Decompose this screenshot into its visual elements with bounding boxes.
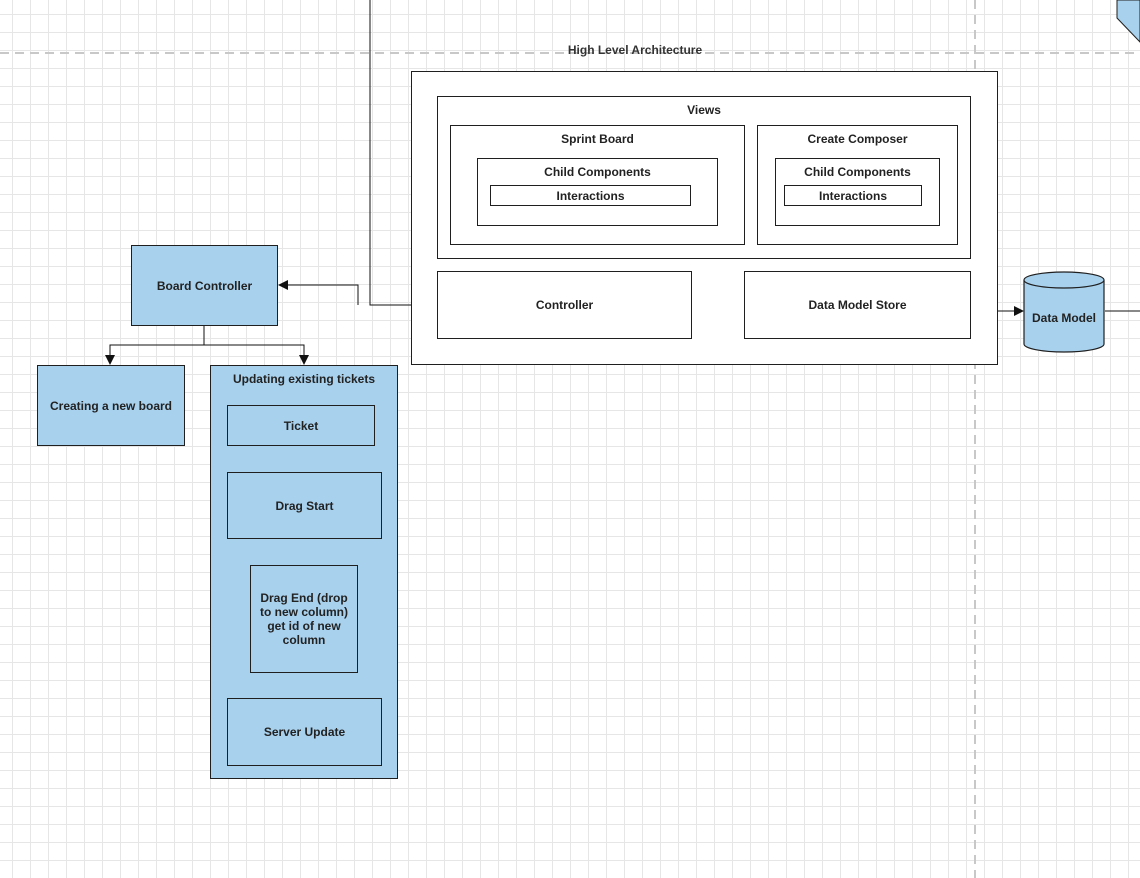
interactions-left-node[interactable]: Interactions [490,185,691,206]
offpage-shape-corner [1116,0,1140,43]
ticket-node[interactable]: Ticket [227,405,375,446]
data-model-label: Data Model [1031,311,1096,325]
drag-start-node[interactable]: Drag Start [227,472,382,539]
drag-end-label: Drag End (drop to new column) get id of … [260,591,348,647]
connector-board-controller-branch-right [204,344,309,365]
data-model-store-label: Data Model Store [808,298,907,312]
drag-end-node[interactable]: Drag End (drop to new column) get id of … [250,565,358,673]
interactions-right-node[interactable]: Interactions [784,185,922,206]
connector-board-controller-controller [278,280,359,305]
data-model-cylinder[interactable] [1023,271,1105,353]
board-controller-node[interactable]: Board Controller [131,245,278,326]
sprint-board-label: Sprint Board [561,132,634,146]
creating-new-board-label: Creating a new board [49,398,173,413]
child-components-right-label: Child Components [804,165,911,179]
controller-node[interactable]: Controller [437,271,692,339]
updating-existing-tickets-label: Updating existing tickets [232,372,376,386]
board-controller-label: Board Controller [156,278,253,293]
child-components-left-label: Child Components [544,165,651,179]
server-update-node[interactable]: Server Update [227,698,382,766]
connector-board-controller-branch [105,326,205,365]
creating-new-board-node[interactable]: Creating a new board [37,365,185,446]
drag-start-label: Drag Start [275,498,334,513]
create-composer-label: Create Composer [807,132,908,146]
controller-label: Controller [535,298,594,312]
server-update-label: Server Update [263,725,346,739]
views-label: Views [687,103,721,117]
data-model-store-node[interactable]: Data Model Store [744,271,971,339]
ticket-label: Ticket [283,418,319,433]
interactions-right-label: Interactions [818,188,887,203]
interactions-left-label: Interactions [556,188,625,203]
diagram-title: High Level Architecture [567,43,703,57]
